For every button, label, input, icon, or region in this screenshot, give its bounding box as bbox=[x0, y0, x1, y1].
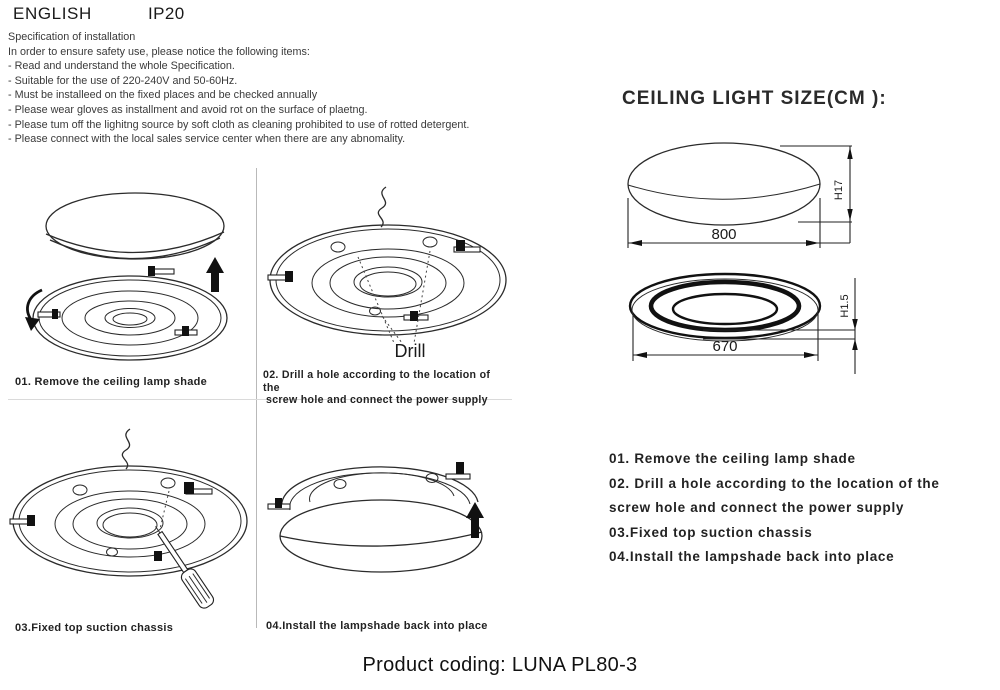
spec-title: Specification of installation bbox=[8, 31, 136, 43]
spec-item: - Please tum off the lighitng source by … bbox=[8, 118, 470, 131]
shade-size-drawing: 800 H17 bbox=[627, 142, 853, 248]
rotate-arrow-icon bbox=[25, 288, 43, 331]
step-line: 03.Fixed top suction chassis bbox=[609, 524, 813, 540]
step1-caption: 01. Remove the ceiling lamp shade bbox=[15, 376, 208, 388]
step3-caption: 03.Fixed top suction chassis bbox=[15, 622, 174, 634]
drill-label: Drill bbox=[395, 341, 426, 361]
step1-diagram bbox=[25, 192, 228, 361]
base-width-label: 670 bbox=[712, 338, 737, 355]
step4-diagram bbox=[267, 462, 484, 573]
size-section-title: CEILING LIGHT SIZE(CM ): bbox=[622, 88, 887, 109]
base-height-label: H1.5 bbox=[839, 294, 851, 317]
clip-bottom bbox=[403, 311, 429, 321]
specification-block: Specification of installation In order t… bbox=[8, 30, 568, 147]
clip-bottom bbox=[154, 551, 162, 561]
screw-hole bbox=[330, 241, 346, 253]
clip-left bbox=[267, 271, 293, 282]
step4-caption: 04.Install the lampshade back into place bbox=[266, 620, 488, 632]
clip-right bbox=[445, 462, 471, 480]
vertical-divider bbox=[256, 168, 257, 628]
spec-intro: In order to ensure safety use, please no… bbox=[8, 45, 310, 58]
shade-width-label: 800 bbox=[711, 226, 736, 243]
arrow-up-icon bbox=[466, 502, 484, 538]
screw-hole bbox=[422, 236, 438, 248]
spec-item: - Must be installeed on the fixed places… bbox=[8, 89, 318, 102]
step-line: 02. Drill a hole according to the locati… bbox=[609, 475, 940, 491]
spec-item: - Please connect with the local sales se… bbox=[8, 133, 406, 146]
clip-left bbox=[267, 498, 291, 510]
screwdriver-icon bbox=[155, 526, 215, 609]
clip-right bbox=[453, 240, 481, 253]
ip-rating-label: IP20 bbox=[148, 4, 185, 23]
installation-steps-list: 01. Remove the ceiling lamp shade 02. Dr… bbox=[609, 447, 999, 570]
step-line: screw hole and connect the power supply bbox=[609, 500, 905, 516]
step2-diagram: Drill bbox=[267, 186, 507, 361]
screw-hole bbox=[333, 479, 347, 489]
screw-hole bbox=[106, 547, 118, 557]
product-coding: Product coding: LUNA PL80-3 bbox=[362, 654, 638, 676]
clip-left bbox=[37, 309, 61, 319]
spec-item: - Read and understand the whole Specific… bbox=[8, 60, 235, 73]
spec-item: - Please wear gloves as installment and … bbox=[8, 103, 368, 116]
clip-top-right bbox=[148, 266, 175, 276]
language-label: ENGLISH bbox=[13, 4, 92, 23]
screw-hole bbox=[425, 473, 439, 483]
clip-bottom-right bbox=[174, 326, 198, 336]
screw-hole bbox=[72, 484, 88, 496]
shade-height-label: H17 bbox=[833, 180, 845, 200]
step-line: 01. Remove the ceiling lamp shade bbox=[609, 451, 856, 466]
horizontal-divider bbox=[8, 399, 512, 400]
screw-hole bbox=[369, 306, 381, 316]
base-size-drawing: 670 H1.5 bbox=[628, 272, 858, 374]
step3-diagram bbox=[9, 428, 248, 609]
step2-caption: 02. Drill a hole according to the locati… bbox=[263, 369, 491, 407]
spec-item: - Suitable for the use of 220-240V and 5… bbox=[8, 74, 238, 87]
step-line: 04.Install the lampshade back into place bbox=[609, 549, 895, 565]
clip-left bbox=[9, 515, 35, 526]
arrow-up-icon bbox=[206, 257, 224, 292]
clip-right bbox=[184, 482, 213, 495]
screw-hole bbox=[160, 477, 176, 489]
